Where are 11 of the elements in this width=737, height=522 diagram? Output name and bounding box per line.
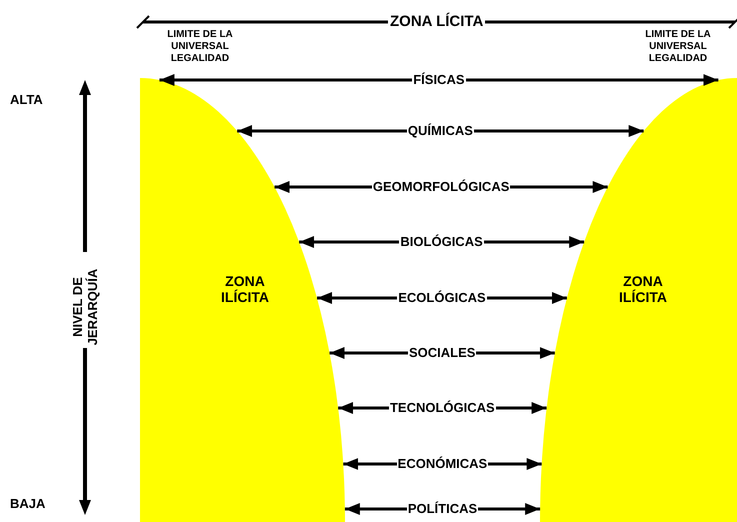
edge-label: QUÍMICAS (406, 123, 474, 139)
axis-title: NIVEL DE JERARQUÍA (70, 268, 100, 348)
illicit-zone-shape (140, 78, 345, 522)
zone-label: ZONA ILÍCITA (618, 273, 668, 305)
boundary-note: LIMITE DE LA UNIVERSAL LEGALIDAD (644, 29, 712, 65)
illicit-zone-shape (540, 78, 737, 522)
scale-label: BAJA (10, 495, 46, 513)
boundary-note: LIMITE DE LA UNIVERSAL LEGALIDAD (166, 29, 234, 65)
scale-label: ALTA (10, 91, 43, 109)
double-arrow (159, 74, 718, 86)
zone-label: ZONA ILÍCITA (220, 273, 270, 305)
